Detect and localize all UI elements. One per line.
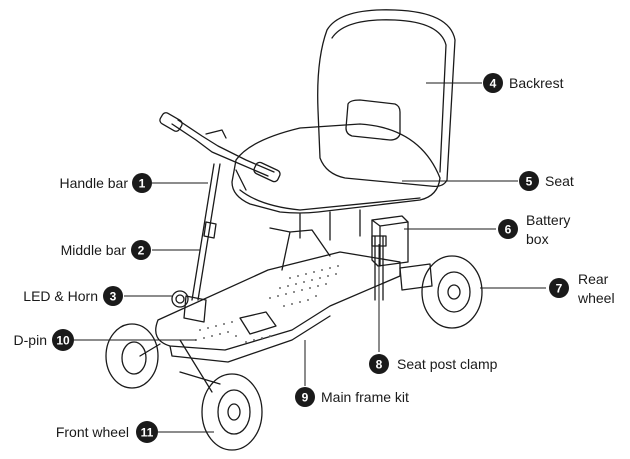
label-seat-post-clamp: Seat post clamp [397, 356, 498, 372]
label-rear-wheel-line1: Rear [578, 271, 609, 287]
right-grip [253, 161, 281, 183]
label-rear-wheel-line2: wheel [578, 290, 615, 306]
throttle-lever [235, 169, 247, 191]
handle-bar-shape [171, 123, 269, 177]
deck-perforations [195, 265, 339, 343]
label-seat: Seat [545, 173, 574, 189]
svg-text:1: 1 [139, 177, 146, 191]
label-led-horn: LED & Horn [23, 288, 98, 304]
backrest-inner-edge [331, 19, 447, 173]
seat-edge [239, 189, 421, 211]
badge-10: 10 [52, 329, 74, 351]
steering-column [191, 163, 221, 301]
svg-text:8: 8 [376, 358, 383, 372]
label-front-wheel: Front wheel [55, 424, 129, 440]
badge-3: 3 [103, 286, 123, 306]
front-wheel-hub [217, 389, 251, 435]
deck-pedal [239, 311, 277, 335]
front-wheel [201, 373, 263, 451]
front-fork [139, 339, 221, 393]
svg-text:9: 9 [302, 391, 309, 405]
badge-1: 1 [132, 173, 152, 193]
svg-text:6: 6 [505, 223, 512, 237]
deck-outline [155, 251, 401, 351]
battery-box-top [371, 219, 409, 267]
battery-box-shape [371, 215, 409, 267]
badge-11: 11 [136, 421, 158, 443]
rear-axle-frame [399, 263, 433, 291]
front-wheel-left [105, 323, 159, 389]
svg-text:11: 11 [141, 426, 154, 440]
led-lamp [171, 290, 189, 308]
front-wheel-center [227, 403, 241, 421]
frame-upright [269, 227, 331, 271]
middle-bar-joint [203, 221, 217, 239]
rear-wheel [421, 255, 483, 329]
deck-edge [169, 315, 331, 363]
badge-5: 5 [519, 171, 539, 191]
svg-text:3: 3 [110, 290, 117, 304]
svg-text:4: 4 [490, 77, 497, 91]
badge-7: 7 [549, 278, 569, 298]
label-backrest: Backrest [509, 75, 564, 91]
badge-6: 6 [498, 219, 518, 239]
brake-lever [205, 129, 227, 139]
backrest-shape [317, 9, 456, 188]
backrest-handle-slot [345, 99, 401, 141]
label-main-frame-kit: Main frame kit [321, 389, 409, 405]
svg-text:2: 2 [138, 244, 145, 258]
front-wheel-left-hub [121, 341, 147, 375]
svg-text:5: 5 [526, 175, 533, 189]
svg-text:10: 10 [56, 334, 70, 348]
svg-text:7: 7 [556, 282, 563, 296]
led-lamp-lens [175, 294, 185, 304]
label-middle-bar: Middle bar [60, 242, 126, 258]
rear-wheel-center [447, 284, 461, 300]
number-badges: 1 2 3 4 5 6 7 8 9 10 11 [52, 73, 569, 443]
seat-shape [231, 123, 441, 214]
seat-post [374, 235, 384, 301]
handle-bar-back [177, 119, 275, 173]
badge-2: 2 [131, 240, 151, 260]
label-handle-bar: Handle bar [59, 175, 129, 191]
badge-4: 4 [483, 73, 503, 93]
badge-8: 8 [369, 354, 389, 374]
rear-wheel-hub [437, 271, 471, 313]
badge-9: 9 [295, 387, 315, 407]
label-d-pin: D-pin [13, 332, 47, 348]
steering-base [183, 295, 207, 323]
label-battery-box-line2: box [526, 231, 549, 247]
left-grip [159, 112, 183, 132]
seat-support [299, 209, 361, 241]
label-battery-box-line1: Battery [526, 212, 571, 228]
